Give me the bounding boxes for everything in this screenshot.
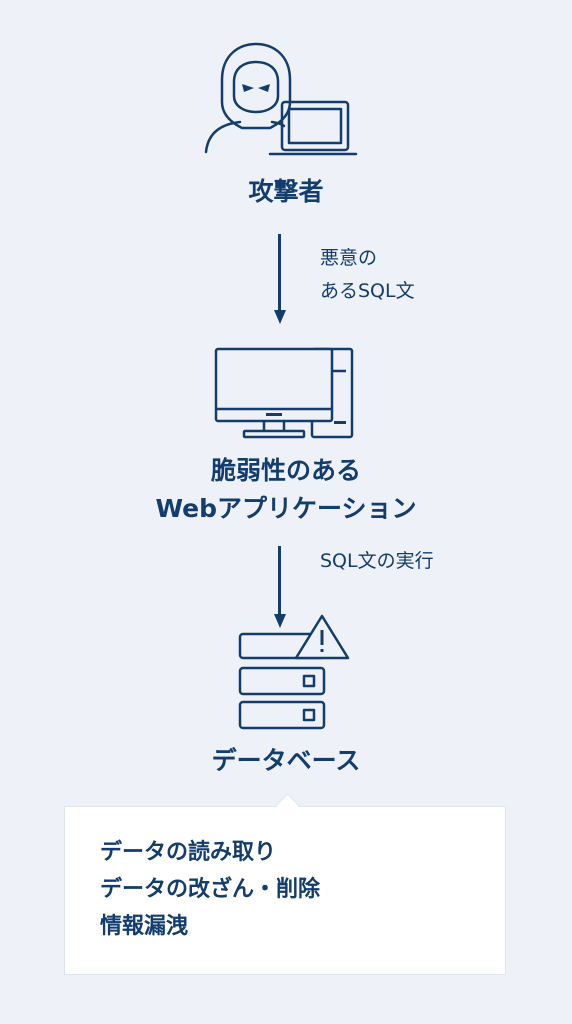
consequence-item: 情報漏洩 [100, 914, 189, 939]
arrow-attacker-to-webapp [278, 234, 281, 312]
arrow-head-icon [273, 310, 286, 324]
malicious-sql-label-line2: あるSQL文 [320, 280, 415, 302]
warning-icon [294, 614, 350, 660]
desktop-computer-icon [214, 347, 354, 439]
consequence-card [64, 806, 506, 975]
arrow-head-icon [273, 614, 286, 628]
sql-execution-label: SQL文の実行 [320, 550, 434, 572]
consequence-list: データの読み取り データの改ざん・削除 情報漏洩 [100, 834, 320, 945]
malicious-sql-label-line1: 悪意の [320, 247, 378, 269]
arrow-webapp-to-database [278, 546, 281, 616]
database-label: データベース [211, 746, 361, 775]
database-server-icon [238, 614, 350, 730]
hacker-laptop-icon [204, 42, 358, 156]
consequence-item: データの改ざん・削除 [100, 877, 321, 902]
attacker-label: 攻撃者 [248, 177, 324, 206]
webapp-label-line1: 脆弱性のある [210, 456, 361, 485]
webapp-label-line2: Webアプリケーション [155, 494, 417, 523]
consequence-item: データの読み取り [100, 840, 277, 865]
